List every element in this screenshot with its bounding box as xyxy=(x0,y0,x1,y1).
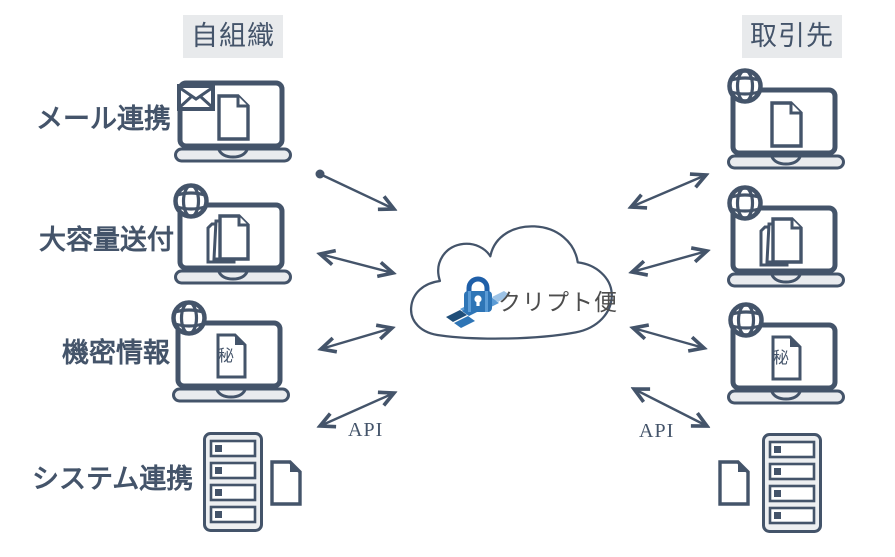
confidential-seal-text: 秘 xyxy=(773,349,789,367)
arrow-partner-row3 xyxy=(633,328,704,348)
api-label-left: API xyxy=(348,419,384,441)
arrow-partner-row1 xyxy=(631,175,706,207)
document-stack-icon xyxy=(206,214,250,264)
server-icon-left xyxy=(203,432,263,532)
laptop-large-volume-right xyxy=(727,193,845,288)
row-label-mail: メール連携 xyxy=(36,104,171,134)
laptop-icon xyxy=(727,205,845,288)
laptop-icon: 秘 xyxy=(172,320,290,403)
laptop-icon xyxy=(174,202,292,285)
cloud-icon xyxy=(410,225,613,340)
arrow-start-dot xyxy=(315,169,325,179)
document-icon xyxy=(718,460,750,506)
cloud-service: クリプト便 xyxy=(406,221,622,345)
globe-icon xyxy=(726,67,764,105)
arrow-mail-to-cloud xyxy=(321,173,394,209)
arrow-confidential-left xyxy=(321,328,392,349)
globe-icon xyxy=(172,182,210,220)
document-icon xyxy=(270,460,302,506)
row-label-confidential: 機密情報 xyxy=(62,338,170,368)
lock-shape xyxy=(464,276,492,312)
business-partner-label: 取引先 xyxy=(742,15,842,58)
laptop-confidential-right: 秘 xyxy=(727,310,845,405)
globe-icon xyxy=(726,184,764,222)
arrow-large-volume-left xyxy=(320,254,393,273)
server-icon-right xyxy=(762,433,822,533)
cloud-service-name: クリプト便 xyxy=(498,289,618,315)
arrow-partner-row2 xyxy=(632,251,707,272)
laptop-confidential-left: 秘 xyxy=(172,308,290,403)
confidential-document-icon: 秘 xyxy=(771,335,802,381)
document-icon xyxy=(770,101,803,148)
globe-icon xyxy=(727,301,765,339)
document-stack-icon xyxy=(759,217,803,267)
laptop-icon: 秘 xyxy=(727,322,845,405)
globe-icon xyxy=(170,299,208,337)
laptop-icon xyxy=(174,80,292,163)
laptop-document-right xyxy=(727,75,845,170)
document-icon xyxy=(217,94,250,141)
api-label-right: API xyxy=(639,420,675,442)
laptop-icon xyxy=(727,87,845,170)
confidential-document-icon: 秘 xyxy=(216,333,247,379)
envelope-icon xyxy=(177,84,215,111)
row-label-large-volume: 大容量送付 xyxy=(39,225,174,255)
padlock-icon xyxy=(444,271,510,333)
confidential-seal-text: 秘 xyxy=(218,347,234,365)
laptop-mail-left xyxy=(174,68,292,163)
laptop-large-volume-left xyxy=(174,190,292,285)
own-organization-label: 自組織 xyxy=(183,15,283,58)
row-label-system: システム連携 xyxy=(32,464,194,494)
